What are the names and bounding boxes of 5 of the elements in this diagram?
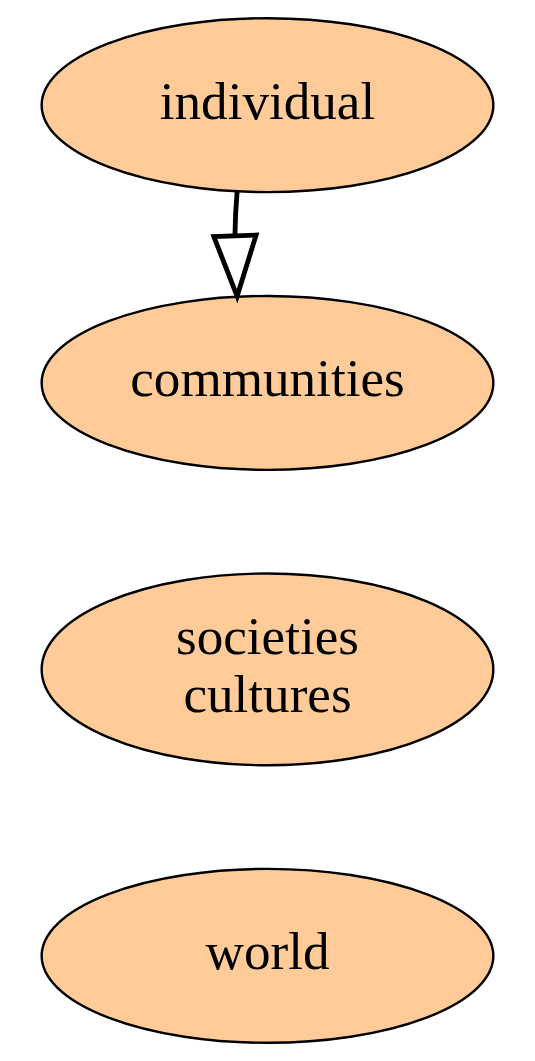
node-ellipse: societies cultures — [40, 572, 495, 767]
arrow — [210, 191, 260, 304]
node-ellipse: communities — [40, 294, 495, 472]
node-ellipse: world — [40, 867, 495, 1044]
node-ellipse: individual — [40, 17, 495, 194]
